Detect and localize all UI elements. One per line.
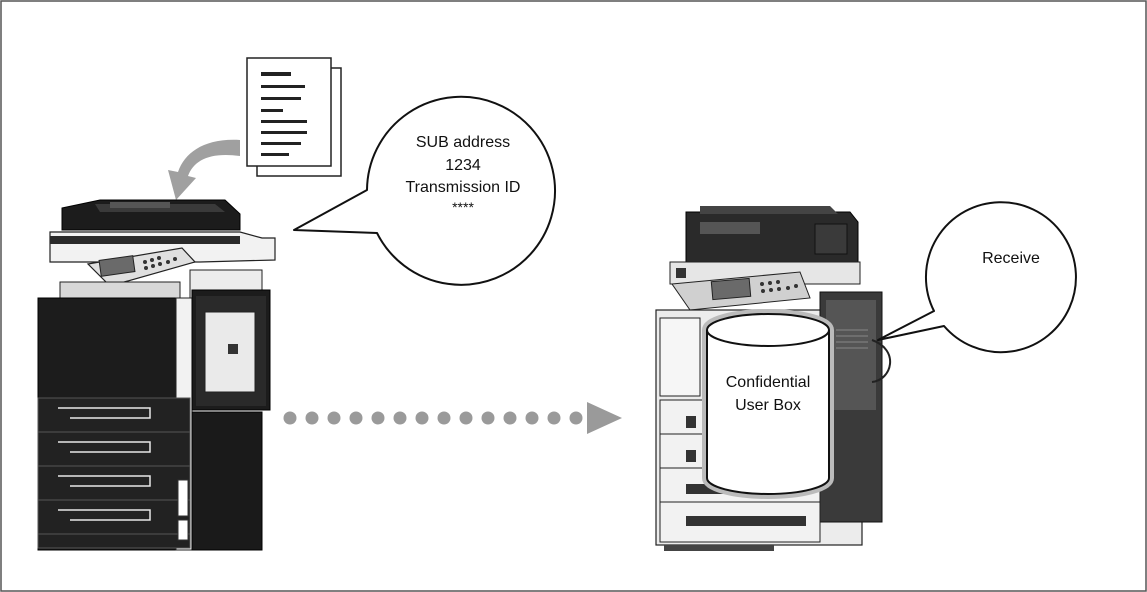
sub-address-label: SUB address: [416, 134, 510, 151]
document-icon: [246, 57, 342, 177]
receiver-speech-bubble: [877, 201, 1077, 354]
sub-address-value: 1234: [445, 157, 481, 174]
user-box-label-line2: User Box: [735, 397, 801, 414]
sender-speech-bubble: [293, 95, 556, 286]
transmission-id-label: Transmission ID: [406, 179, 521, 196]
user-box-label-line1: Confidential: [726, 374, 811, 391]
receive-label: Receive: [982, 250, 1040, 267]
transmission-id-value: ****: [452, 199, 474, 215]
feed-arrow-icon: [168, 139, 240, 200]
sender-mfp-illustration: [37, 199, 276, 551]
transmission-arrow: [283, 402, 622, 434]
